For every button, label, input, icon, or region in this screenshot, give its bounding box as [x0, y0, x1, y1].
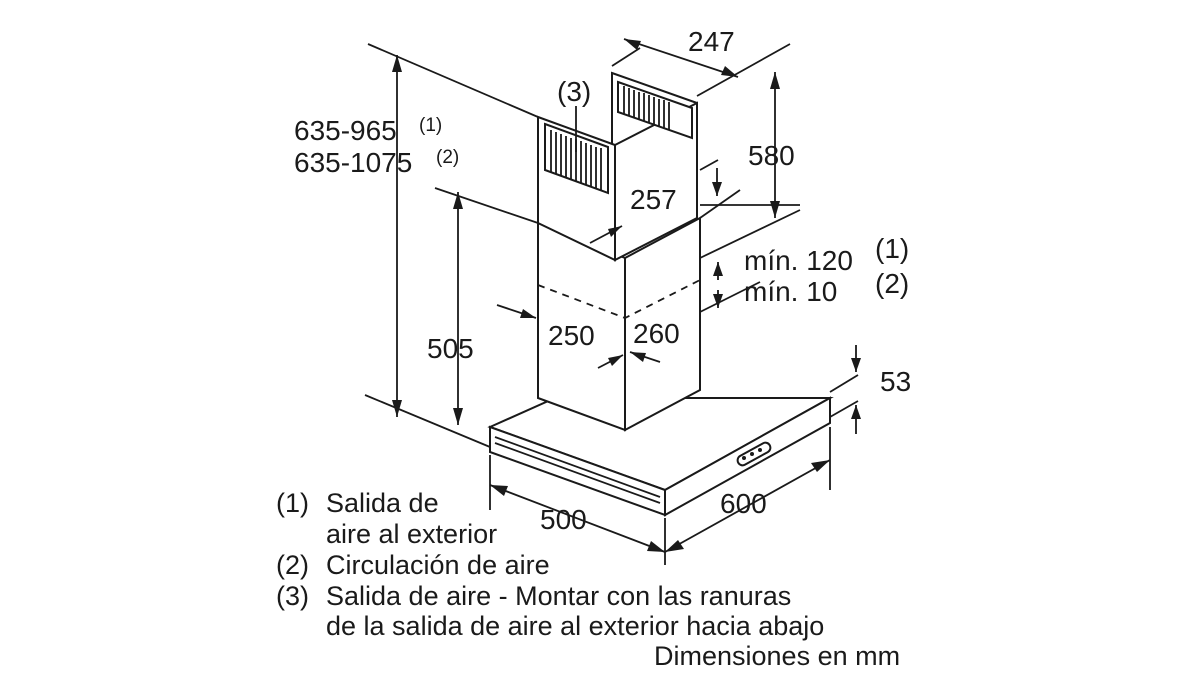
minimum-overlap-line [537, 279, 701, 319]
label-canopy-height: 53 [880, 366, 911, 397]
legend-item1-line1: Salida de [326, 488, 439, 518]
label-min-overlap-1: mín. 120 [744, 245, 853, 276]
label-outlet-ref: (3) [557, 76, 591, 107]
legend: (1) Salida de aire al exterior (2) Circu… [276, 488, 900, 671]
legend-item3-line2: de la salida de aire al exterior hacia a… [326, 611, 824, 641]
lower-chimney-side [624, 216, 701, 432]
label-overall-height-2-note: (2) [436, 147, 459, 168]
units-note: Dimensiones en mm [654, 641, 900, 671]
label-min-overlap-1-note: (1) [875, 233, 909, 264]
lower-chimney [537, 216, 701, 432]
label-overall-height-2: 635-1075 [294, 147, 412, 178]
air-outlet-grille-left [544, 122, 609, 195]
label-hood-depth: 500 [540, 504, 587, 535]
label-upper-chimney-height: 580 [748, 140, 795, 171]
legend-item3-line1: Salida de aire - Montar con las ranuras [326, 581, 791, 611]
legend-item1-number: (1) [276, 488, 309, 518]
control-panel-icon [736, 441, 772, 467]
legend-item3-number: (3) [276, 581, 309, 611]
dim-lines [392, 38, 861, 553]
legend-item2-line1: Circulación de aire [326, 550, 550, 580]
label-lower-chimney-width: 250 [548, 320, 595, 351]
label-min-overlap-2-note: (2) [875, 268, 909, 299]
label-overall-height-1-note: (1) [419, 115, 442, 136]
air-outlet-grille-right [617, 80, 693, 140]
label-hood-width: 600 [720, 488, 767, 519]
label-top-depth: 247 [688, 26, 735, 57]
label-upper-chimney-width: 257 [630, 184, 677, 215]
legend-item1-line2: aire al exterior [326, 519, 497, 549]
legend-item2-number: (2) [276, 550, 309, 580]
hood-canopy [487, 396, 834, 517]
label-lower-height: 505 [427, 333, 474, 364]
label-overall-height-1: 635-965 [294, 115, 397, 146]
label-min-overlap-2: mín. 10 [744, 276, 837, 307]
label-lower-chimney-depth: 260 [633, 318, 680, 349]
